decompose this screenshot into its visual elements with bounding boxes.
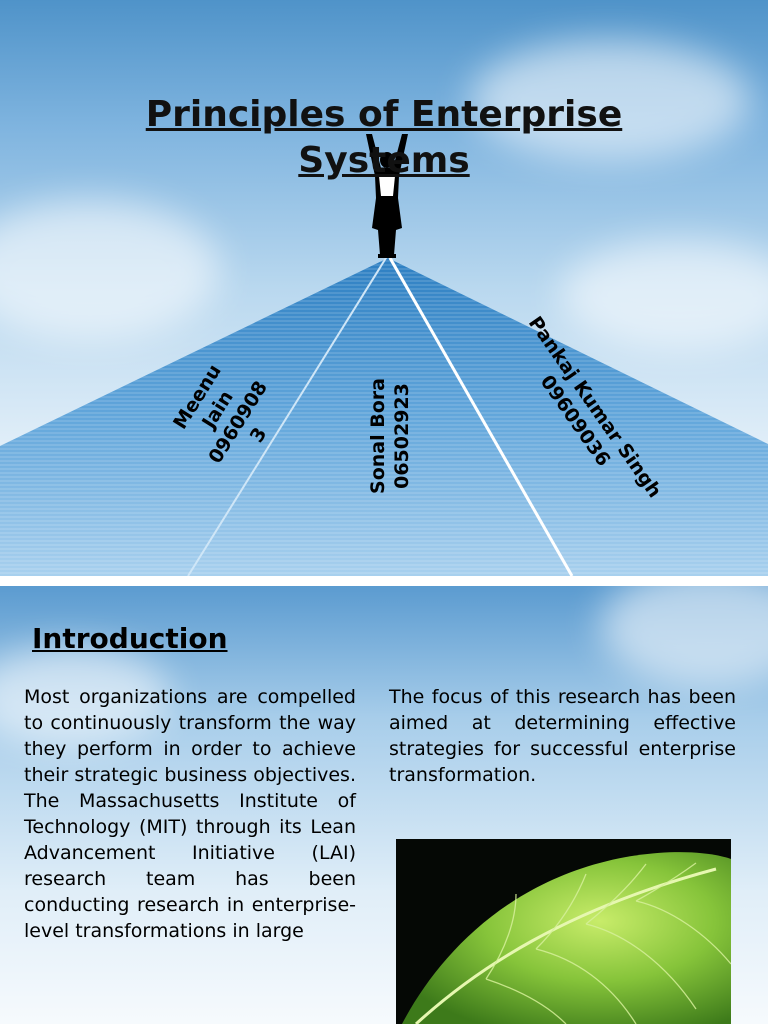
- intro-paragraph-left: Most organizations are compelled to cont…: [24, 686, 356, 942]
- title-slide: Principles of Enterprise Systems Meenu J…: [0, 0, 768, 576]
- slide-title: Principles of Enterprise Systems: [0, 92, 768, 184]
- author-name: Sonal Bora: [367, 378, 389, 494]
- pyramid-graphic: [0, 134, 768, 576]
- section-heading: Introduction: [32, 622, 228, 655]
- leaf-icon: [396, 839, 731, 1024]
- cloud: [560, 240, 768, 350]
- cloud: [0, 200, 220, 340]
- person-silhouette-icon: [366, 134, 408, 258]
- introduction-slide: Introduction Most organizations are comp…: [0, 586, 768, 1024]
- leaf-image: [396, 839, 731, 1024]
- pyramid-edge-left: [187, 257, 387, 576]
- pyramid-edge-right: [388, 257, 574, 576]
- intro-paragraph-right: The focus of this research has been aime…: [389, 686, 736, 786]
- slide-title-line-2: Systems: [298, 140, 470, 181]
- author-sonal-bora: Sonal Bora 06502923: [366, 366, 414, 506]
- pyramid-texture: [0, 258, 768, 576]
- author-id: 06502923: [391, 383, 413, 489]
- slide-title-line-1: Principles of Enterprise: [145, 94, 623, 135]
- cloud: [600, 586, 768, 686]
- cloud: [0, 646, 170, 746]
- cloud: [470, 40, 750, 160]
